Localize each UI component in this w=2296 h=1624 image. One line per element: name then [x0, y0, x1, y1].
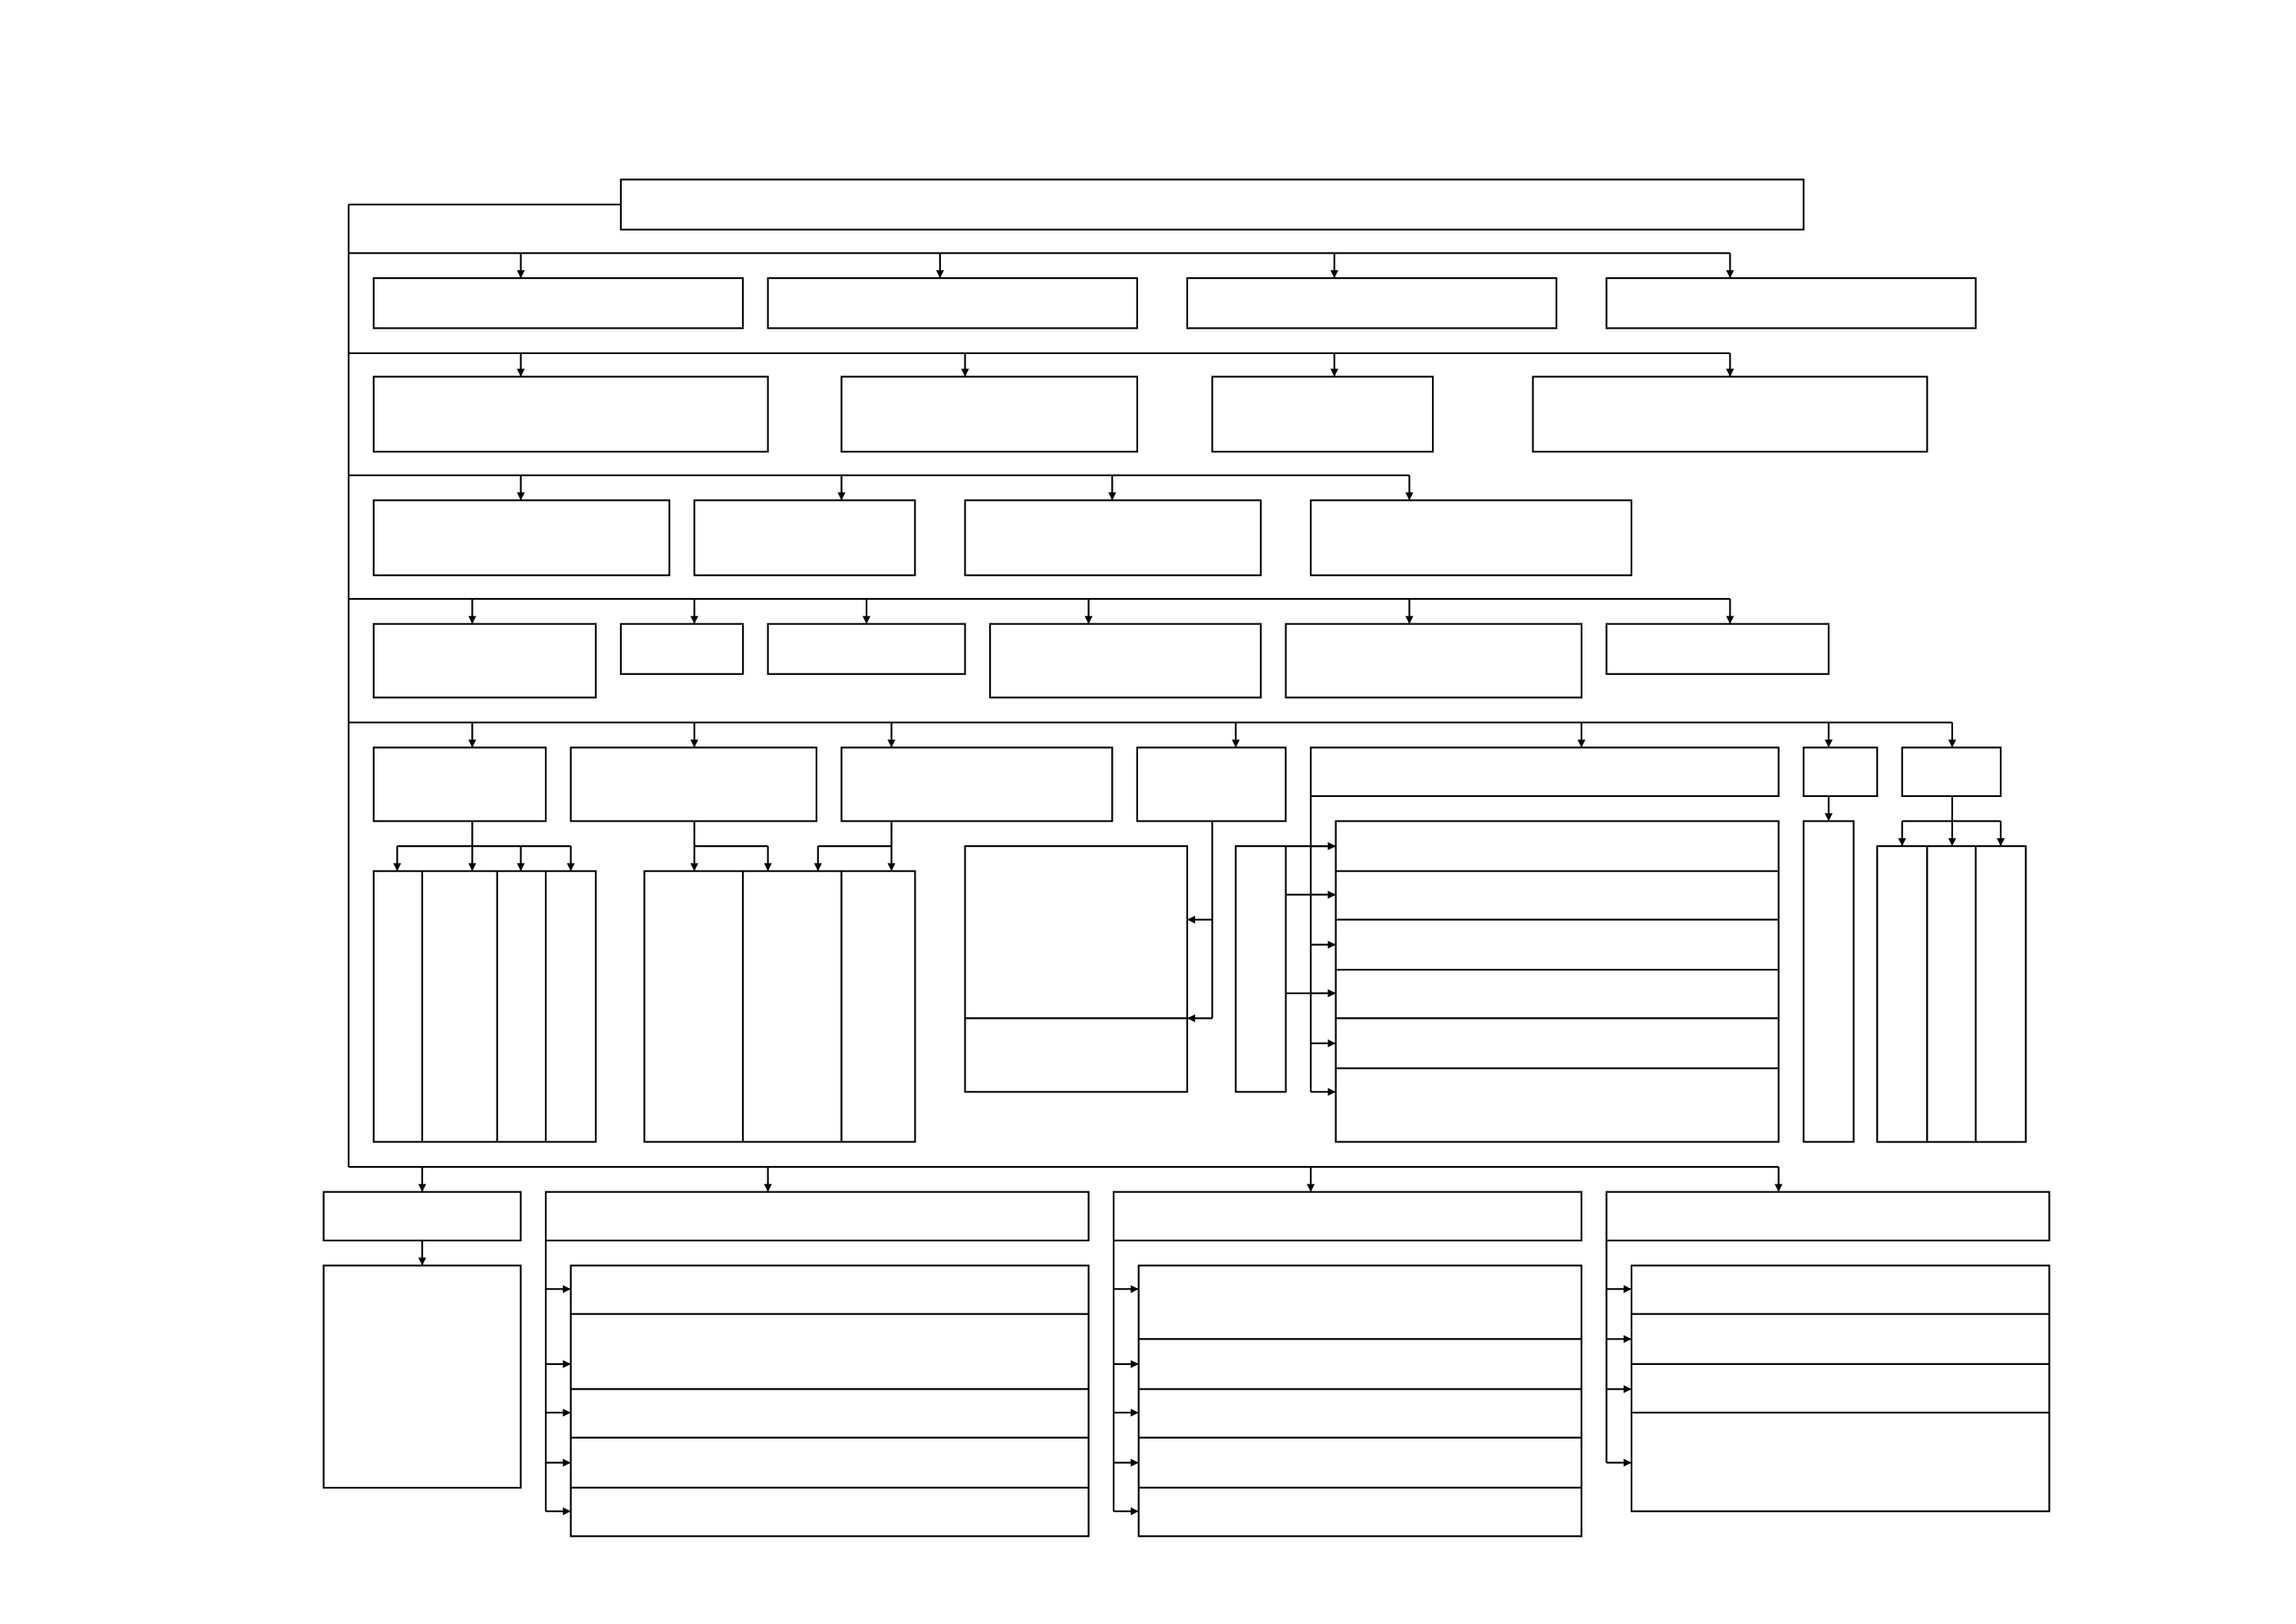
- group-3-box-2: [964, 1017, 1189, 1093]
- row-4-box-2: [619, 623, 744, 675]
- group-1-column-1: [372, 870, 424, 1143]
- group-7-column-1: [1876, 844, 1929, 1143]
- group-6-box: [1803, 820, 1855, 1143]
- title-box: [619, 178, 1805, 231]
- group-5-row-6: [1335, 1067, 1780, 1143]
- group-1-column-2: [421, 870, 498, 1143]
- row-3-box-3: [964, 499, 1262, 577]
- row-6-sub-b-5: [569, 1486, 1090, 1538]
- row-6-sub-a: [322, 1264, 522, 1489]
- group-1-column-4: [544, 870, 597, 1143]
- row-6-box-3: [1112, 1191, 1582, 1241]
- row-2-box-1: [372, 376, 769, 453]
- row-5-box-7: [1901, 746, 2002, 797]
- row-5-box-2: [569, 746, 818, 822]
- row-3-box-2: [693, 499, 916, 577]
- group-5-row-1: [1335, 820, 1780, 872]
- row-4-box-4: [988, 623, 1262, 699]
- row-6-box-4: [1605, 1191, 2050, 1241]
- group-2-column-3: [840, 870, 916, 1143]
- row-6-sub-c-3: [1137, 1388, 1582, 1439]
- row-1-box-2: [767, 277, 1138, 330]
- row-6-sub-b-1: [569, 1264, 1090, 1315]
- row-2-box-3: [1211, 376, 1434, 453]
- row-2-box-2: [840, 376, 1138, 453]
- row-1-box-1: [372, 277, 744, 330]
- row-5-box-3: [840, 746, 1114, 822]
- row-6-box-2: [544, 1191, 1090, 1241]
- group-5-row-4: [1335, 968, 1780, 1020]
- row-4-box-5: [1285, 623, 1582, 699]
- row-6-sub-d-3: [1630, 1363, 2050, 1414]
- group-1-column-3: [496, 870, 547, 1143]
- group-7-column-2: [1926, 844, 1977, 1143]
- group-5-row-2: [1335, 870, 1780, 921]
- row-6-sub-c-2: [1137, 1338, 1582, 1390]
- group-5-row-3: [1335, 918, 1780, 971]
- group-4-box: [1235, 844, 1287, 1093]
- group-2-column-1: [643, 870, 744, 1143]
- row-5-box-5: [1309, 746, 1780, 797]
- row-5-box-6: [1803, 746, 1879, 797]
- row-6-sub-d-1: [1630, 1264, 2050, 1315]
- row-2-box-4: [1532, 376, 1929, 453]
- row-6-sub-b-2: [569, 1313, 1090, 1390]
- group-3-box-1: [964, 844, 1189, 1020]
- row-4-box-3: [767, 623, 966, 675]
- row-1-box-4: [1605, 277, 1977, 330]
- row-5-box-1: [372, 746, 547, 822]
- row-1-box-3: [1186, 277, 1558, 330]
- row-5-box-4: [1136, 746, 1287, 822]
- chart-boxes: [322, 178, 2050, 1538]
- group-7-column-3: [1974, 844, 2027, 1143]
- connector-arrows: [393, 253, 2005, 1515]
- group-2-column-2: [741, 870, 843, 1143]
- row-6-sub-d-2: [1630, 1313, 2050, 1365]
- row-6-sub-c-4: [1137, 1436, 1582, 1489]
- row-6-sub-d-4: [1630, 1412, 2050, 1512]
- row-6-sub-c-1: [1137, 1264, 1582, 1340]
- group-5-row-5: [1335, 1017, 1780, 1069]
- row-6-sub-c-5: [1137, 1486, 1582, 1538]
- row-6-box-1: [322, 1191, 522, 1241]
- row-4-box-1: [372, 623, 597, 699]
- row-6-sub-b-4: [569, 1436, 1090, 1489]
- row-4-box-6: [1605, 623, 1830, 675]
- row-6-sub-b-3: [569, 1388, 1090, 1439]
- row-3-box-1: [372, 499, 671, 577]
- row-3-box-4: [1309, 499, 1632, 577]
